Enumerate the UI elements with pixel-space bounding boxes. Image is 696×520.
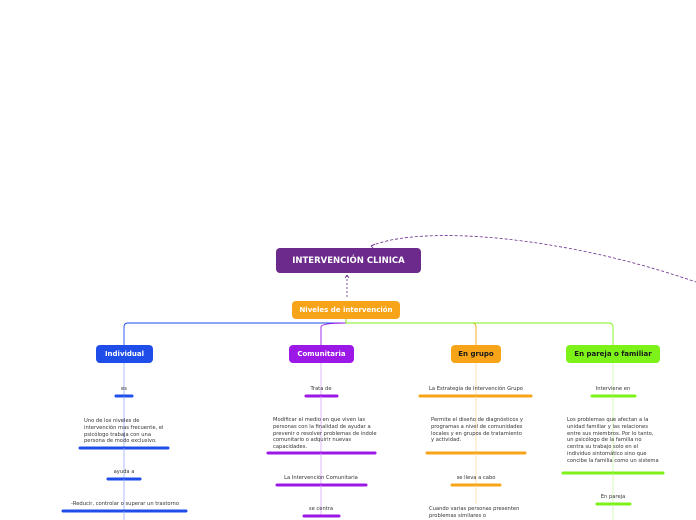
branch-comunitaria[interactable]: Comunitaria (289, 345, 354, 363)
familia-definition[interactable]: Los problemas que afectan a la unidad fa… (567, 417, 659, 464)
grupo-lleva-label[interactable]: se lleva a cabo (456, 475, 496, 481)
relation-curve (370, 235, 696, 283)
grupo-estrategia-label[interactable]: La Estrategia de Intervención Grupo (428, 386, 523, 392)
branch-individual[interactable]: Individual (96, 345, 153, 363)
branch-en-pareja-familiar[interactable]: En pareja o familiar (566, 345, 660, 363)
individual-reducir-label[interactable]: -Reducir, controlar o superar un trastor… (70, 501, 180, 507)
grupo-cuando-label[interactable]: Cuando varias personas presenten problem… (429, 506, 520, 519)
individual-ayuda-label[interactable]: ayuda a (113, 469, 135, 475)
grupo-definition[interactable]: Permite el diseño de diagnósticos y prog… (431, 417, 523, 444)
root-arrow-head (344, 274, 350, 279)
link-familia (345, 319, 614, 345)
individual-definition[interactable]: Uno de los niveles de intervención mas f… (84, 418, 164, 445)
levels-topic[interactable]: Niveles de intervención (292, 301, 400, 319)
individual-es-label[interactable]: es (121, 386, 127, 392)
familia-interviene-label[interactable]: Interviene en (595, 386, 631, 392)
branch-en-grupo[interactable]: En grupo (451, 345, 501, 363)
comunitaria-definition[interactable]: Modificar el medio en que viven las pers… (273, 417, 377, 450)
link-individual (123, 319, 347, 345)
comunitaria-trata-label[interactable]: Trata de (310, 386, 332, 392)
root-topic[interactable]: INTERVENCIÓN CLINICA (276, 248, 421, 273)
comunitaria-intervencion-label[interactable]: La Intervención Comunitaria (284, 475, 358, 481)
familia-pareja-label[interactable]: En pareja (600, 494, 626, 500)
comunitaria-centra-label[interactable]: se centra (308, 506, 334, 512)
